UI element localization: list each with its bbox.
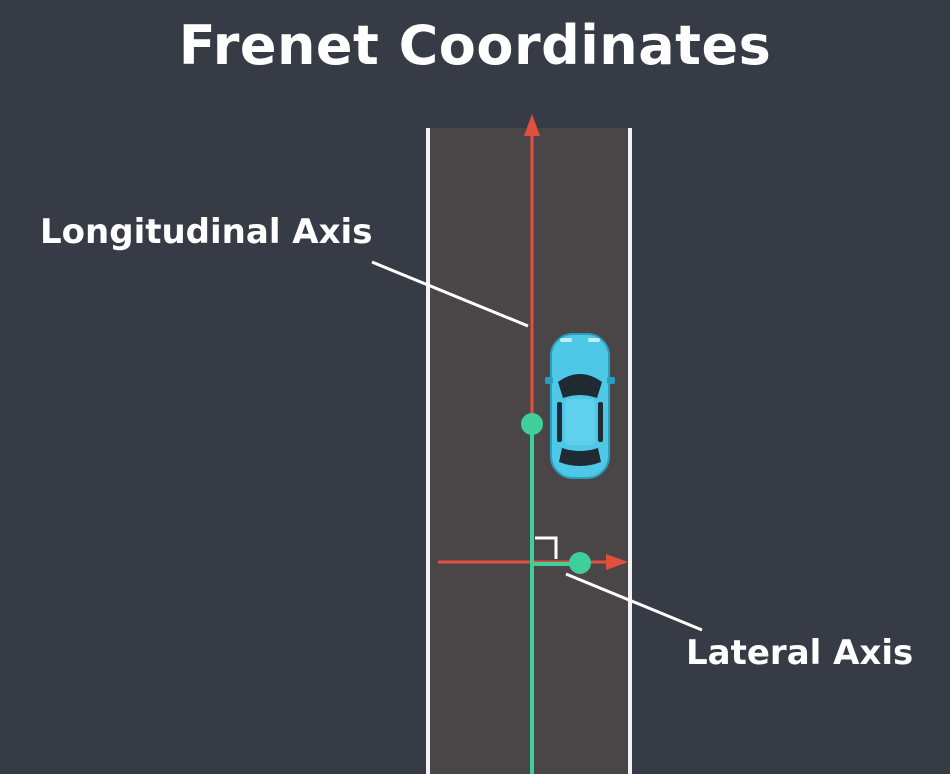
longitudinal-leader-line: [371, 260, 529, 328]
lateral-axis-label: Lateral Axis: [686, 633, 914, 673]
lateral-axis-arrowhead: [606, 554, 628, 570]
longitudinal-axis-arrowhead: [524, 114, 540, 136]
longitudinal-axis-label: Longitudinal Axis: [40, 212, 373, 252]
frenet-lateral-point: [569, 552, 591, 574]
right-angle-marker: [535, 536, 558, 559]
frenet-origin-point: [521, 413, 543, 435]
car-top-view-icon: [545, 333, 615, 479]
diagram-title: Frenet Coordinates: [178, 14, 772, 77]
lateral-leader-line: [565, 572, 703, 632]
